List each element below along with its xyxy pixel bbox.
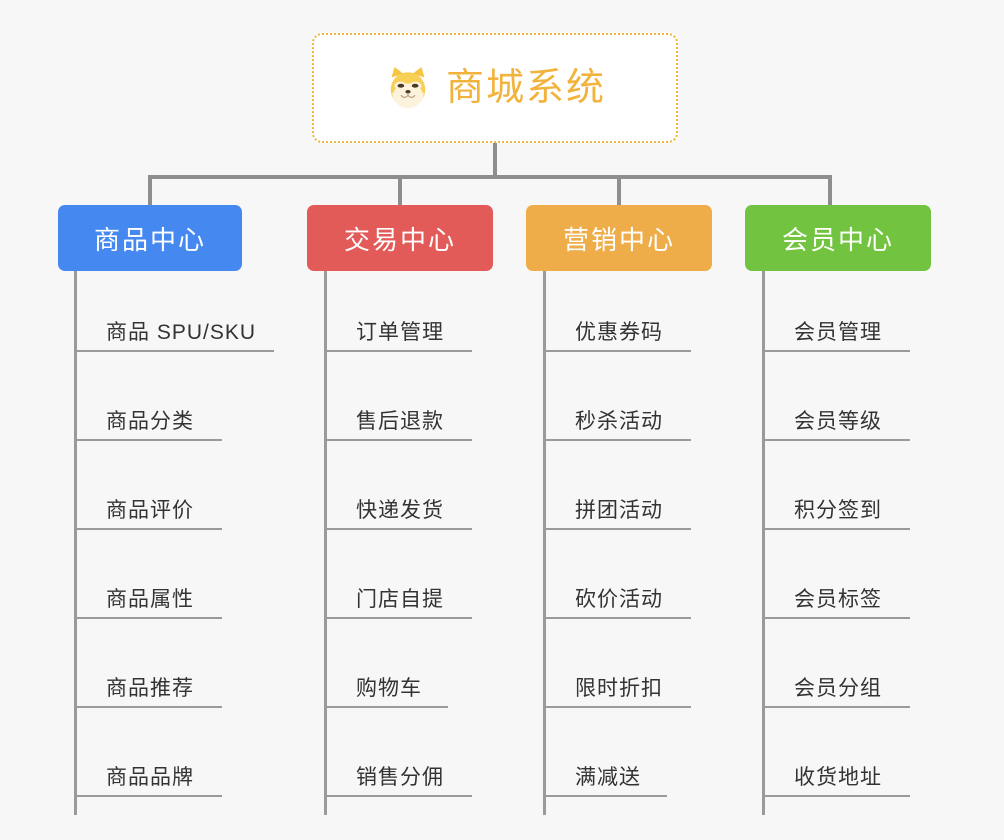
leaf-item-label: 购物车 bbox=[356, 677, 422, 700]
leaf-item-label: 商品推荐 bbox=[106, 677, 194, 700]
leaf-item-rule bbox=[543, 528, 691, 530]
leaf-item-rule bbox=[762, 706, 910, 708]
leaf-item-label: 销售分佣 bbox=[356, 766, 444, 789]
root-node-shop-system[interactable]: 商城系统 bbox=[312, 33, 678, 143]
branch-header-label: 会员中心 bbox=[781, 224, 894, 255]
leaf-item-label: 会员分组 bbox=[794, 677, 882, 700]
leaf-item-label: 优惠券码 bbox=[575, 321, 663, 344]
leaf-item-label: 售后退款 bbox=[356, 410, 444, 433]
root-stem-connector bbox=[493, 143, 497, 179]
leaf-item-rule bbox=[74, 350, 274, 352]
branch-drop-connector-1 bbox=[148, 175, 152, 207]
leaf-item-label: 商品品牌 bbox=[106, 766, 194, 789]
branch-spine-trade-center bbox=[324, 271, 327, 815]
leaf-item-rule bbox=[74, 528, 222, 530]
leaf-item-rule bbox=[762, 528, 910, 530]
leaf-item-rule bbox=[543, 617, 691, 619]
leaf-item-rule bbox=[543, 795, 667, 797]
leaf-item-rule bbox=[74, 439, 222, 441]
branch-spine-product-center bbox=[74, 271, 77, 815]
branch-header-label: 营销中心 bbox=[562, 224, 675, 255]
root-node-title: 商城系统 bbox=[445, 67, 606, 109]
leaf-item-rule bbox=[762, 439, 910, 441]
leaf-item-label: 满减送 bbox=[575, 766, 641, 789]
branch-drop-connector-3 bbox=[617, 175, 621, 207]
leaf-item-rule bbox=[324, 617, 472, 619]
leaf-item-label: 收货地址 bbox=[794, 766, 882, 789]
leaf-item-rule bbox=[762, 617, 910, 619]
leaf-item-label: 商品评价 bbox=[106, 499, 194, 522]
leaf-item-label: 会员管理 bbox=[794, 321, 882, 344]
branch-header-label: 交易中心 bbox=[343, 224, 456, 255]
branch-drop-connector-2 bbox=[398, 175, 402, 207]
leaf-item-rule bbox=[74, 706, 222, 708]
leaf-item-rule bbox=[74, 617, 222, 619]
leaf-item-rule bbox=[324, 795, 472, 797]
leaf-item-rule bbox=[543, 350, 691, 352]
leaf-item-rule bbox=[762, 350, 910, 352]
leaf-item-label: 快递发货 bbox=[356, 499, 444, 522]
shiba-dog-icon bbox=[384, 64, 432, 112]
leaf-item-label: 商品属性 bbox=[106, 588, 194, 611]
leaf-item-rule bbox=[762, 795, 910, 797]
leaf-item-rule bbox=[543, 439, 691, 441]
leaf-item-rule bbox=[543, 706, 691, 708]
branch-drop-connector-4 bbox=[828, 175, 832, 207]
branch-header-trade-center[interactable]: 交易中心 bbox=[307, 205, 493, 271]
leaf-item-label: 商品 SPU/SKU bbox=[106, 321, 257, 344]
branch-spine-marketing-center bbox=[543, 271, 546, 815]
horizontal-bus-connector bbox=[148, 175, 832, 179]
leaf-item-label: 秒杀活动 bbox=[575, 410, 663, 433]
branch-header-label: 商品中心 bbox=[93, 224, 206, 255]
leaf-item-label: 积分签到 bbox=[794, 499, 882, 522]
leaf-item-label: 拼团活动 bbox=[575, 499, 663, 522]
branch-header-product-center[interactable]: 商品中心 bbox=[58, 205, 242, 271]
leaf-item-rule bbox=[324, 706, 448, 708]
branch-header-marketing-center[interactable]: 营销中心 bbox=[526, 205, 712, 271]
leaf-item-rule bbox=[324, 350, 472, 352]
leaf-item-label: 会员等级 bbox=[794, 410, 882, 433]
leaf-item-label: 门店自提 bbox=[356, 588, 444, 611]
branch-header-member-center[interactable]: 会员中心 bbox=[745, 205, 931, 271]
leaf-item-label: 砍价活动 bbox=[575, 588, 663, 611]
leaf-item-label: 限时折扣 bbox=[575, 677, 663, 700]
leaf-item-label: 会员标签 bbox=[794, 588, 882, 611]
leaf-item-label: 订单管理 bbox=[356, 321, 444, 344]
leaf-item-rule bbox=[324, 528, 472, 530]
leaf-item-label: 商品分类 bbox=[106, 410, 194, 433]
leaf-item-rule bbox=[324, 439, 472, 441]
leaf-item-rule bbox=[74, 795, 222, 797]
branch-spine-member-center bbox=[762, 271, 765, 815]
